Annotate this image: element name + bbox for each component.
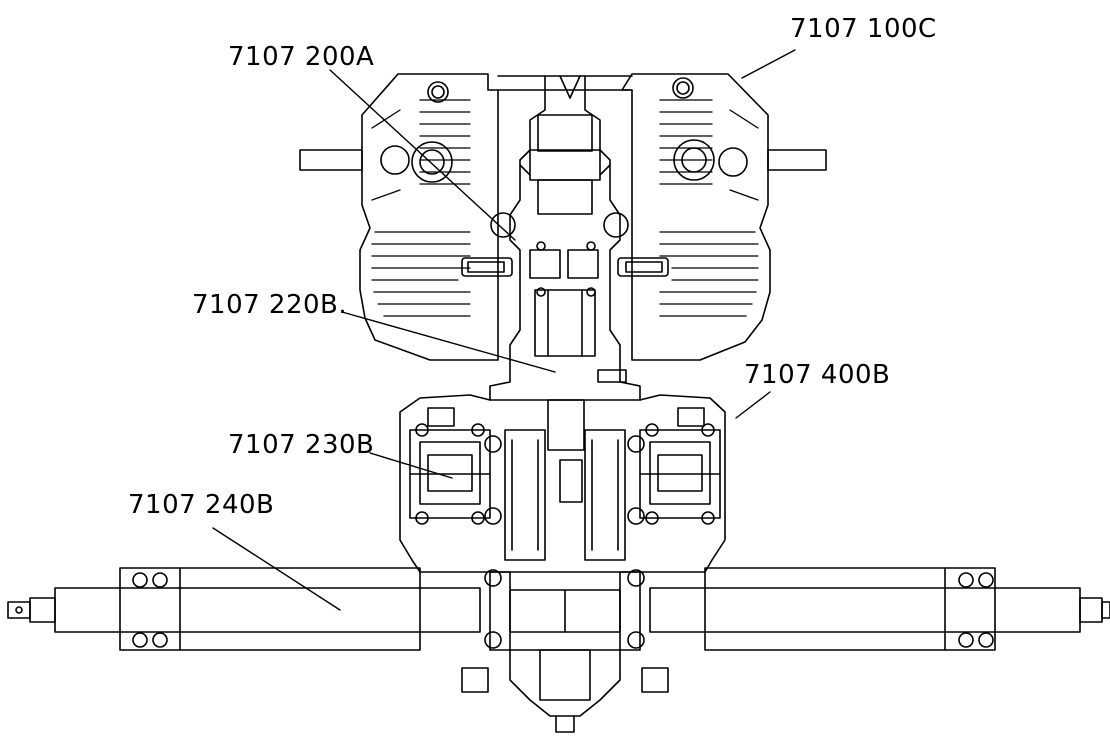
- right-lower-fins: [660, 232, 758, 316]
- lower-gearbox: [400, 395, 725, 732]
- left-rotor: [428, 455, 472, 491]
- mid-gear-left: [530, 250, 560, 278]
- leader-lines: [213, 50, 795, 610]
- upper-pinion-block: [538, 115, 592, 151]
- right-top-stud: [678, 408, 704, 426]
- leader-200a: [330, 70, 515, 240]
- callout-7107-400b: 7107 400B: [744, 360, 891, 390]
- callout-7107-220b: 7107 220B.: [192, 290, 348, 320]
- left-motor-body: [360, 74, 498, 360]
- left-terminal: [462, 258, 512, 276]
- mid-gear-right: [568, 250, 598, 278]
- lower-housing-outline: [400, 395, 725, 716]
- leader-400b: [736, 392, 770, 418]
- left-top-bolt: [428, 82, 448, 102]
- right-motor-shaft: [768, 150, 826, 170]
- neck: [490, 360, 640, 400]
- right-big-gear: [585, 430, 625, 560]
- left-large-bearing: [412, 142, 452, 182]
- neck-bolt: [598, 370, 626, 382]
- axles: [8, 568, 1110, 650]
- left-center-nut: [491, 213, 515, 237]
- central-gear-column: [491, 76, 632, 360]
- right-axle-housing: [705, 568, 995, 650]
- left-axle-shaft: [55, 588, 480, 632]
- right-center-nut: [604, 213, 628, 237]
- left-bottom-bolt: [462, 668, 488, 692]
- upper-shaft: [548, 400, 584, 450]
- left-axle-end: [8, 602, 30, 618]
- right-bottom-bolt: [642, 668, 668, 692]
- right-axle-shaft: [650, 588, 1080, 632]
- callout-7107-100c: 7107 100C: [790, 14, 937, 44]
- left-lower-fins: [372, 232, 470, 316]
- callout-7107-240b: 7107 240B: [128, 490, 275, 520]
- right-upper-fins: [660, 100, 758, 200]
- leader-230b: [370, 453, 452, 478]
- callout-7107-200a: 7107 200A: [228, 42, 375, 72]
- left-axle-housing: [120, 568, 420, 650]
- leader-100c: [742, 50, 795, 78]
- right-rotor: [658, 455, 702, 491]
- center-pinion: [560, 460, 582, 502]
- left-small-bearing: [381, 146, 409, 174]
- left-motor-shaft: [300, 150, 362, 170]
- right-motor-body: [622, 74, 770, 360]
- right-small-bearing: [719, 148, 747, 176]
- right-large-bearing: [674, 140, 714, 180]
- right-terminal: [618, 258, 668, 276]
- top-cone: [560, 76, 580, 98]
- left-big-gear: [505, 430, 545, 560]
- upper-housing: [300, 74, 826, 400]
- drain-plug: [556, 716, 574, 732]
- right-axle-end: [1102, 602, 1110, 618]
- leader-220b: [342, 312, 555, 372]
- callout-7107-230b: 7107 230B: [228, 430, 375, 460]
- leader-240b: [213, 528, 340, 610]
- left-top-stud: [428, 408, 454, 426]
- bottom-cap: [540, 650, 590, 700]
- right-top-bolt: [673, 78, 693, 98]
